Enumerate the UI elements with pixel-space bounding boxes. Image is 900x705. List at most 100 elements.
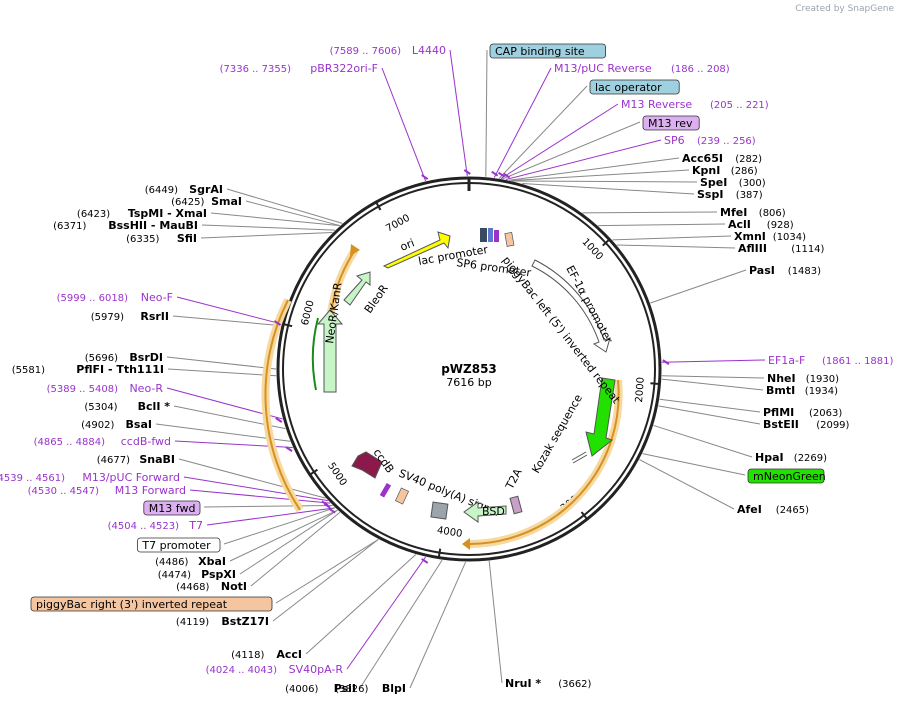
feature-box-mneongreen xyxy=(747,468,825,484)
primer-label: M13 Forward xyxy=(115,484,186,497)
leader-left-16 xyxy=(183,476,328,502)
site-position: (4474) xyxy=(158,570,191,581)
primer-mark-left-7 xyxy=(273,320,281,326)
primer-mark-left-19 xyxy=(328,507,336,514)
site-position: (6449) xyxy=(145,185,178,196)
site-label: NheI xyxy=(767,372,796,385)
primer-label: L4440 xyxy=(412,44,446,57)
ccdb-arrow xyxy=(351,451,383,479)
site-position: (1930) xyxy=(806,374,839,385)
primer-position: (1861 .. 1881) xyxy=(822,356,894,367)
feature-label: M13 rev xyxy=(648,117,693,130)
leader-right-18 xyxy=(659,398,761,413)
leader-right-6 xyxy=(509,157,680,181)
site-label: HpaI xyxy=(755,451,784,464)
pbright-box xyxy=(394,487,410,505)
primer-label: EF1a-F xyxy=(768,354,805,367)
feature-label: piggyBac right (3') inverted repeat xyxy=(36,598,228,611)
leader-left-24 xyxy=(275,538,379,604)
site-position: (3826) xyxy=(335,684,368,695)
leader-left-28 xyxy=(359,559,443,689)
primer-label: ccdB-fwd xyxy=(121,435,171,448)
cap-site-mark xyxy=(480,228,487,242)
site-label: PspXI xyxy=(201,568,236,581)
kozak-mark xyxy=(571,451,587,461)
site-label: SmaI xyxy=(211,195,242,208)
leader-left-23 xyxy=(250,512,341,587)
primer-position: (205 .. 221) xyxy=(710,100,769,111)
primer-position: (4539 .. 4561) xyxy=(0,473,65,484)
primer-label: M13/pUC Forward xyxy=(82,471,180,484)
leader-right-1 xyxy=(493,67,552,178)
primer-mark-left-11 xyxy=(275,417,283,423)
bleor-arrow xyxy=(343,271,371,306)
tick-4000 xyxy=(437,548,442,558)
leader-right-23 xyxy=(488,560,503,684)
leader-left-29 xyxy=(409,561,467,689)
feature-box-piggybac-right-3-inverted-repeat xyxy=(30,596,273,612)
site-position: (4677) xyxy=(97,455,130,466)
primer-position: (4024 .. 4043) xyxy=(206,665,278,676)
feature-box-cap-binding-site xyxy=(489,43,606,59)
site-position: (5696) xyxy=(85,353,118,364)
site-position: (1114) xyxy=(791,244,824,255)
m13-fwd-mark xyxy=(379,482,392,498)
leader-left-5 xyxy=(201,224,335,231)
site-position: (6425) xyxy=(171,197,204,208)
primer-position: (4865 .. 4884) xyxy=(34,437,106,448)
leader-left-10 xyxy=(167,368,277,377)
kozak-mark-2 xyxy=(572,454,588,464)
leader-right-3 xyxy=(500,103,619,180)
primer-label: M13/pUC Reverse xyxy=(554,62,652,75)
bsd-label: BSD xyxy=(482,505,505,518)
site-label: SpeI xyxy=(700,176,727,189)
leader-right-20 xyxy=(653,424,753,458)
leader-left-3 xyxy=(245,200,340,227)
site-label: KpnI xyxy=(692,164,720,177)
lac-operator-mark xyxy=(488,228,493,242)
site-position: (4468) xyxy=(176,582,209,593)
leader-right-19 xyxy=(658,405,761,425)
leader-left-17 xyxy=(189,489,331,504)
feature-label: T7 promoter xyxy=(141,539,211,552)
site-label: TspMI - XmaI xyxy=(128,207,207,220)
site-position: (4118) xyxy=(231,650,264,661)
site-label: RsrII xyxy=(140,310,169,323)
ori-label: ori xyxy=(398,236,416,253)
t2a-box xyxy=(509,495,523,515)
leader-left-18 xyxy=(203,504,333,508)
leader-left-7 xyxy=(176,296,282,325)
site-position: (4486) xyxy=(155,557,188,568)
backbone-outer xyxy=(276,176,662,562)
orf-bleo-arrow xyxy=(350,244,360,256)
site-position: (806) xyxy=(759,208,786,219)
primer-mark-left-14 xyxy=(285,446,293,452)
orf-neo-green xyxy=(311,317,319,391)
feature-box-m13-fwd xyxy=(143,500,201,516)
neor-arrow xyxy=(316,309,344,393)
primer-position: (4504 .. 4523) xyxy=(108,521,180,532)
tick-label-5000: 5000 xyxy=(325,461,348,488)
primer-mark-left-0 xyxy=(463,169,471,175)
leader-left-15 xyxy=(178,458,326,499)
primer-mark-right-15 xyxy=(662,359,670,365)
leader-right-14 xyxy=(650,269,747,304)
leader-left-0 xyxy=(449,49,468,177)
site-position: (1934) xyxy=(805,386,838,397)
primer-position: (4530 .. 4547) xyxy=(28,486,100,497)
leader-right-9 xyxy=(522,182,695,195)
site-position: (6423) xyxy=(77,209,110,220)
ef1a-arrow xyxy=(531,259,611,353)
leader-right-10 xyxy=(582,211,718,214)
leader-right-0 xyxy=(485,49,488,177)
site-label: PsiI xyxy=(334,682,356,695)
site-label: BsaI xyxy=(126,418,152,431)
leader-left-9 xyxy=(166,356,277,370)
primer-position: (7589 .. 7606) xyxy=(330,46,402,57)
leader-right-15 xyxy=(661,359,766,363)
primer-label: Neo-R xyxy=(129,382,163,395)
site-label: BssHII - MauBI xyxy=(108,219,198,232)
primer-mark-right-5 xyxy=(503,172,511,179)
site-label: AflIII xyxy=(738,242,767,255)
plasmid-length: 7616 bp xyxy=(446,376,491,389)
